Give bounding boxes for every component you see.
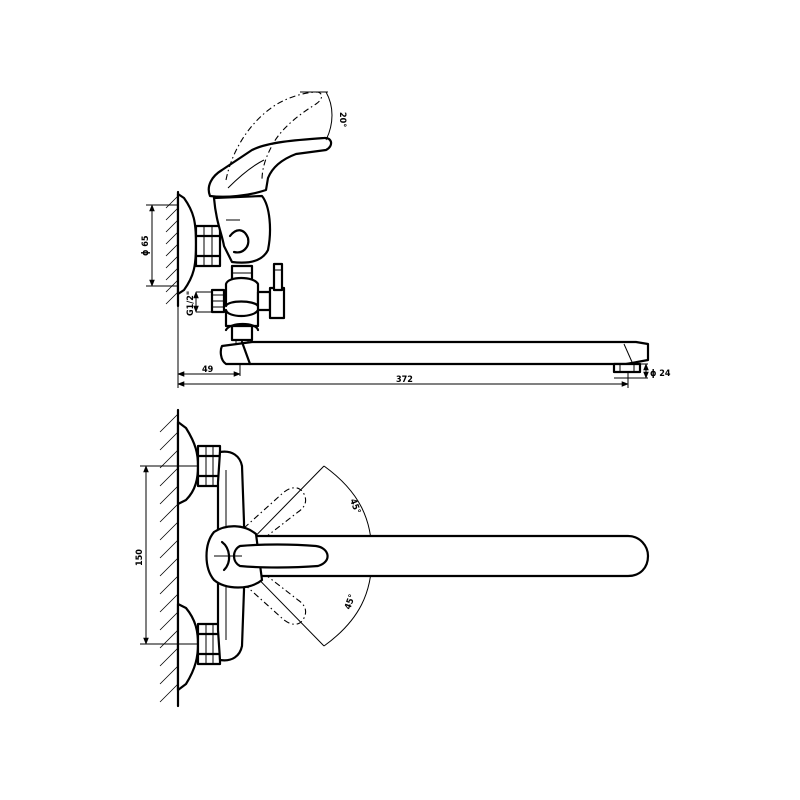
svg-text:45°: 45° bbox=[347, 498, 362, 516]
diverter-block-side bbox=[210, 262, 286, 346]
wall-hatch-side bbox=[165, 190, 180, 308]
lower-flange-top bbox=[176, 602, 200, 692]
lower-nut-top bbox=[196, 622, 222, 666]
svg-text:150: 150 bbox=[135, 549, 145, 566]
side-view: 20° bbox=[141, 91, 671, 388]
top-view: 45° 45° 150 bbox=[135, 408, 650, 708]
eccentric-nut-side bbox=[194, 224, 222, 268]
handle-angle-label: 20° bbox=[337, 112, 347, 127]
handle-alt-lower bbox=[243, 571, 307, 625]
dim-flange-diameter: ϕ 65 bbox=[141, 204, 178, 287]
svg-text:49: 49 bbox=[202, 365, 214, 375]
dim-inlet-spacing: 150 bbox=[135, 465, 198, 645]
lever-handle-top bbox=[232, 543, 329, 569]
upper-nut-top bbox=[196, 444, 222, 488]
svg-text:45°: 45° bbox=[343, 593, 358, 611]
dim-spout-offset: 49 bbox=[177, 365, 241, 377]
wall-hatch-top bbox=[159, 408, 180, 708]
wall-flange-side bbox=[176, 192, 198, 296]
aerator-side bbox=[612, 362, 642, 374]
svg-text:ϕ 24: ϕ 24 bbox=[650, 369, 671, 379]
lever-handle-side bbox=[207, 136, 333, 198]
dim-inlet-thread: G1/2" bbox=[186, 291, 212, 316]
handle-alt-upper bbox=[243, 487, 307, 541]
dim-spout-length: 372 bbox=[177, 375, 629, 387]
spout-top bbox=[238, 534, 650, 578]
svg-text:372: 372 bbox=[396, 375, 413, 385]
svg-text:ϕ 65: ϕ 65 bbox=[141, 235, 151, 256]
lever-handle-alt-position bbox=[225, 91, 323, 181]
svg-text:G1/2": G1/2" bbox=[186, 291, 196, 316]
mixer-body-side bbox=[212, 194, 272, 264]
handle-angle-arc bbox=[325, 91, 333, 141]
spout-side bbox=[219, 340, 650, 366]
upper-flange-top bbox=[176, 420, 200, 506]
dim-aerator-diameter: ϕ 24 bbox=[614, 363, 671, 379]
